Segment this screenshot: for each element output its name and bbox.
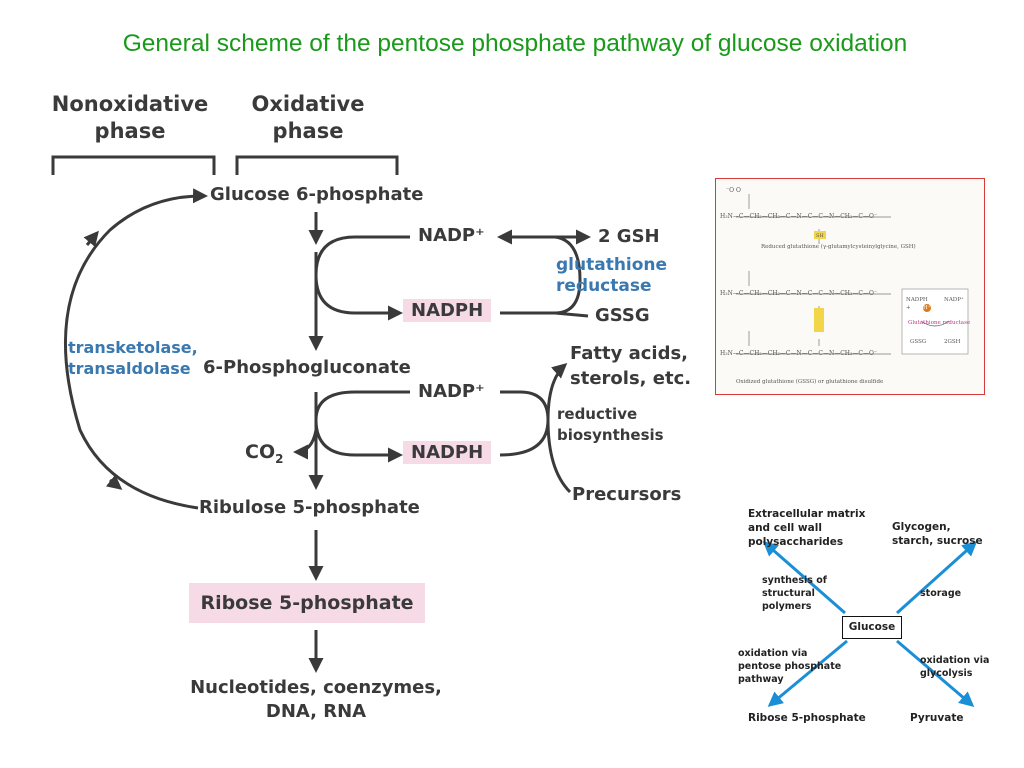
gsh-structure-text-1: ⁻O O xyxy=(726,187,741,194)
nadph-1: NADPH xyxy=(403,299,492,322)
transketolase-label: transketolase,transaldolase xyxy=(68,338,198,378)
nadp-plus-2: NADP⁺ xyxy=(418,381,485,402)
inset-plus: + xyxy=(906,305,911,311)
nonoxidative-phase-line2: phase xyxy=(94,119,166,143)
fatty-acids-label: Fatty acids,sterols, etc. xyxy=(570,343,692,389)
inset-nadph: NADPH xyxy=(906,297,928,303)
arrow-to-pyruvate xyxy=(896,639,975,707)
nonoxidative-phase-line1: Nonoxidative xyxy=(51,92,209,116)
inset-h-plus: H⁺ xyxy=(923,305,931,311)
nonoxidative-phase-header: Nonoxidative phase xyxy=(40,91,220,145)
gsh-sh-label: SH xyxy=(816,233,824,239)
biosynthesis-to-fatty xyxy=(546,363,568,421)
gsh-cycle xyxy=(497,229,582,315)
arrow-to-ribose xyxy=(767,639,848,707)
co2-arrow xyxy=(293,429,318,460)
inset-nadp: NADP⁺ xyxy=(944,297,964,303)
glutathione-structure-drawing xyxy=(736,194,969,355)
arrow-to-extracellular xyxy=(762,541,846,615)
pyruvate-label: Pyruvate xyxy=(910,712,964,724)
storage-label: storage xyxy=(920,588,962,599)
gssg-structure-text-1: H₃N—C—CH₂—CH₂—C—N—C—C—N—CH₂—C—O⁻ xyxy=(720,290,878,297)
nonoxidative-bracket xyxy=(51,155,216,175)
glycogen-label: Glycogen,starch, sucrose xyxy=(892,521,983,547)
glucose-6-phosphate: Glucose 6-phosphate xyxy=(210,184,424,205)
co2-label: CO2 xyxy=(245,441,284,466)
inset-enzyme: Glutathione reductase xyxy=(908,320,971,326)
nadp-cycle-1-bottom xyxy=(314,274,403,321)
nadph-2: NADPH xyxy=(403,441,492,464)
precursors-label: Precursors xyxy=(572,484,682,505)
nadp-cycle-2-top xyxy=(314,390,410,421)
gssg-label: GSSG xyxy=(595,305,650,326)
ribose-5-phosphate: Ribose 5-phosphate xyxy=(189,583,425,623)
transketolase-tick-1 xyxy=(83,230,99,248)
oxidative-phase-line2: phase xyxy=(272,119,344,143)
inset-gssg: GSSG xyxy=(910,339,927,345)
oxidative-phase-header: Oxidative phase xyxy=(228,91,388,145)
transketolase-loop xyxy=(64,188,208,510)
reduced-glutathione-caption: Reduced glutathione (γ-glutamylcysteinyl… xyxy=(761,244,916,250)
glucose-box: Glucose xyxy=(842,616,902,639)
transketolase-tick-2 xyxy=(105,474,123,490)
gsh-structure-text-2: H₃N—C—CH₂—CH₂—C—N—C—C—N—CH₂—C—O⁻ xyxy=(720,213,878,220)
page-title: General scheme of the pentose phosphate … xyxy=(122,30,908,57)
ribulose-5-phosphate: Ribulose 5-phosphate xyxy=(199,497,420,518)
fates-ribose-label: Ribose 5-phosphate xyxy=(748,712,866,724)
glutathione-structure-panel: ⁻O O H₃N—C—CH₂—CH₂—C—N—C—C—N—CH₂—C—O⁻ SH… xyxy=(715,178,985,395)
2gsh-label: 2 GSH xyxy=(598,226,660,247)
oxidative-phase-line1: Oxidative xyxy=(251,92,365,116)
nadp-cycle-2-bottom xyxy=(314,419,403,463)
oxidized-glutathione-caption: Oxidized glutathione (GSSG) or glutathio… xyxy=(736,379,884,385)
6-phosphogluconate: 6-Phosphogluconate xyxy=(203,357,411,378)
arrow-to-glycogen xyxy=(895,540,978,615)
gssg-arrow xyxy=(554,311,589,318)
nadp-cycle-1-top xyxy=(314,235,410,276)
oxidative-bracket xyxy=(235,155,399,175)
biosynthesis-from-precursors xyxy=(546,419,572,494)
nadp-plus-1: NADP⁺ xyxy=(418,225,485,246)
inset-gsh: 2GSH xyxy=(944,339,961,345)
nucleotides-label: Nucleotides, coenzymes,DNA, RNA xyxy=(190,677,442,722)
gssg-structure-text-2: H₃N—C—CH₂—CH₂—C—N—C—C—N—CH₂—C—O⁻ xyxy=(720,350,878,357)
